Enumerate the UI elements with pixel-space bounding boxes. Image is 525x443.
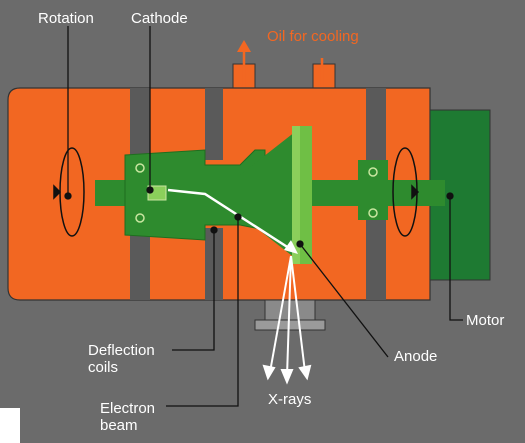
label-deflection-line1: Deflection	[88, 342, 155, 359]
label-x-rays: X-rays	[268, 391, 311, 408]
arrow-up-icon	[237, 40, 251, 52]
rotation-arrow-right-icon	[411, 184, 420, 200]
rotation-indicators	[53, 147, 420, 237]
leader-lines	[64, 26, 463, 407]
rotor-assembly	[95, 126, 445, 264]
label-anode: Anode	[394, 348, 437, 365]
corner-patch	[0, 408, 20, 443]
electron-beam	[167, 188, 298, 254]
leader-deflection	[172, 230, 215, 351]
label-electron-line2: beam	[100, 417, 138, 434]
arrow-head-icon	[284, 240, 298, 254]
label-rotation: Rotation	[38, 10, 94, 27]
label-electron-line1: Electron	[100, 400, 155, 417]
leader-anode	[299, 243, 389, 358]
leader-motor	[449, 196, 463, 321]
label-oil-for-cooling: Oil for cooling	[267, 28, 359, 45]
label-cathode: Cathode	[131, 10, 188, 27]
label-deflection-line2: coils	[88, 359, 118, 376]
x-ray-beams	[262, 255, 312, 385]
label-motor: Motor	[466, 312, 504, 329]
rotation-arrow-icon	[53, 184, 62, 200]
leader-electron	[166, 217, 239, 407]
bearing-circles	[135, 163, 378, 223]
